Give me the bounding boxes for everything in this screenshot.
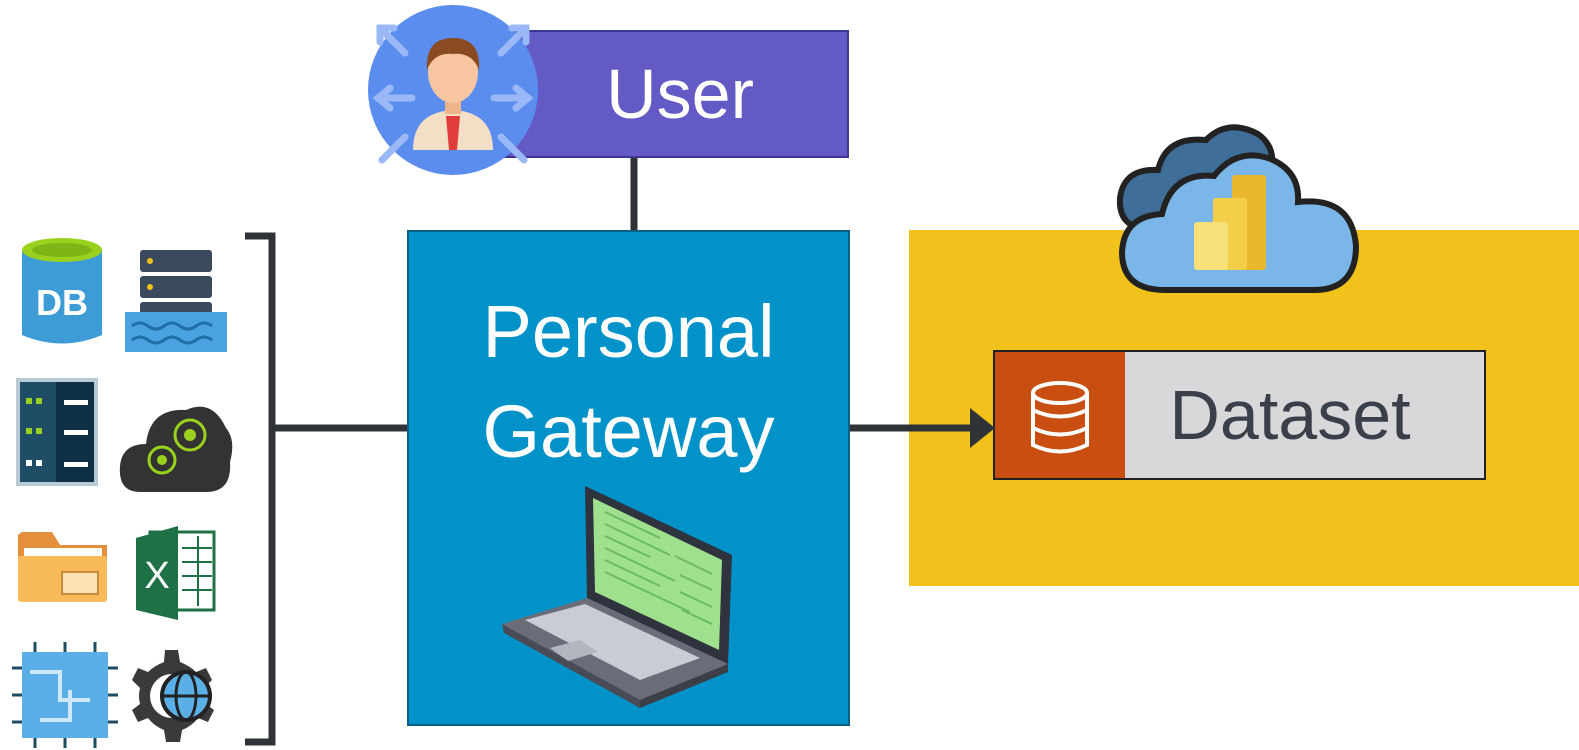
svg-text:DB: DB bbox=[36, 282, 88, 323]
user-avatar-icon bbox=[368, 5, 538, 175]
azure-sql-db-icon: DB bbox=[22, 238, 102, 344]
excel-icon: X bbox=[136, 526, 216, 620]
connectors bbox=[245, 158, 972, 746]
svg-text:X: X bbox=[144, 555, 169, 597]
chip-icon bbox=[12, 642, 118, 748]
user-box bbox=[500, 30, 849, 158]
arrow-head-icon bbox=[970, 408, 995, 448]
folder-icon bbox=[18, 532, 107, 602]
sources-bracket bbox=[245, 232, 276, 746]
dataset-label: Dataset bbox=[1169, 376, 1411, 454]
web-gear-icon bbox=[132, 650, 214, 742]
personal-gateway-title: Personal Gateway bbox=[407, 282, 850, 482]
server-rack-icon bbox=[16, 378, 98, 486]
data-lake-icon bbox=[125, 250, 227, 352]
database-icon bbox=[1031, 381, 1089, 454]
gateway-title-line1: Personal bbox=[482, 290, 775, 373]
user-label: User bbox=[606, 55, 754, 133]
gateway-title-line2: Gateway bbox=[482, 390, 775, 473]
laptop-icon bbox=[502, 486, 732, 708]
cloud-services-icon bbox=[119, 406, 233, 492]
power-bi-cloud-icon bbox=[1116, 124, 1360, 293]
